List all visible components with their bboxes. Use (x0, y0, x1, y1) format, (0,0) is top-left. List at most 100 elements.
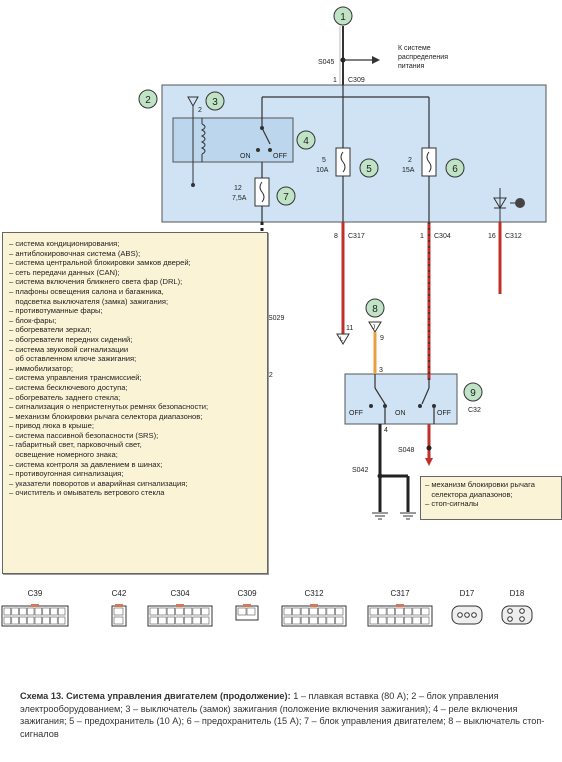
legend-item: – система управления трансмиссией; (9, 373, 142, 383)
label-sw-off: OFF (349, 410, 363, 417)
legend-item: – иммобилизатор; (9, 363, 73, 373)
label-c309-pin: 1 (333, 77, 337, 84)
connector-face (147, 604, 213, 627)
connector-face (235, 604, 259, 621)
legend-item: – сеть передачи данных (CAN); (9, 267, 120, 277)
label-sw9-p4: 4 (384, 427, 388, 434)
label-c304: C304 (434, 233, 451, 240)
connector-label: D18 (510, 589, 525, 598)
legend-item: – обогреватели передних сидений; (9, 334, 133, 344)
label-sw8-conn: J (372, 325, 375, 331)
legend-list: – система кондиционирования;– антиблокир… (9, 239, 267, 498)
svg-text:1: 1 (340, 12, 346, 23)
marker-2: 2 (138, 89, 158, 109)
label-s045: S045 (318, 59, 334, 66)
stop-notes-box: – механизм блокировки рычага селектора д… (420, 476, 562, 520)
legend-item: – блок-фары; (9, 315, 57, 325)
marker-6: 6 (445, 158, 465, 178)
label-c317-p8: 8 (334, 233, 338, 240)
legend-item: – механизм блокировки рычага (425, 480, 535, 489)
label-f5-num: 5 (322, 157, 326, 164)
label-s042: S042 (352, 467, 368, 474)
indicator-led (493, 188, 525, 222)
legend-item: подсветка выключателя (замка) зажигания; (9, 296, 169, 306)
label-f6-num: 2 (408, 157, 412, 164)
label-c312-p16: 16 (488, 233, 496, 240)
legend-item: – антиблокировочная система (ABS); (9, 248, 141, 258)
label-c312: C312 (505, 233, 522, 240)
figure-caption: Схема 13. Система управления двигателем … (20, 690, 560, 740)
label-c317: C317 (348, 233, 365, 240)
label-sw8-pin: 9 (380, 335, 384, 342)
label-f7-rating: 7,5A (232, 195, 247, 202)
connector-label: C309 (237, 589, 257, 598)
legend-item: – противоугонная сигнализация; (9, 469, 124, 479)
svg-text:7: 7 (283, 192, 289, 203)
legend-item: об оставленном ключе зажигания; (9, 354, 137, 364)
svg-text:3: 3 (212, 97, 218, 108)
label-on: ON (240, 153, 251, 160)
stop-switch-contacts (369, 374, 436, 424)
connector-j (368, 321, 382, 333)
label-f5-rating: 10A (316, 167, 329, 174)
splice-s048 (426, 445, 432, 451)
legend-item: – сигнализация о непристегнутых ремнях б… (9, 402, 209, 412)
marker-3: 3 (205, 91, 225, 111)
legend-item: – система центральной блокировки замков … (9, 258, 191, 268)
marker-9: 9 (463, 382, 483, 402)
legend-item: – обогреватель заднего стекла; (9, 392, 121, 402)
connector-label: C39 (28, 589, 43, 598)
stop-notes-list: – механизм блокировки рычага селектора д… (425, 480, 561, 509)
label-power-1: К системе (398, 45, 431, 52)
legend-item: – очиститель и омыватель ветрового стекл… (9, 488, 165, 498)
connector-l (336, 333, 350, 345)
svg-text:9: 9 (470, 388, 476, 399)
label-wire-12: 12 (265, 372, 273, 379)
connector-label: C42 (112, 589, 127, 598)
connector-face (367, 604, 433, 627)
legend-item: – указатели поворотов и аварийная сигнал… (9, 478, 188, 488)
svg-text:4: 4 (303, 136, 309, 147)
marker-4: 4 (296, 130, 316, 150)
connector-label: C312 (304, 589, 324, 598)
legend-item: – противотуманные фары; (9, 306, 103, 316)
svg-text:8: 8 (372, 304, 378, 315)
caption-body: 1 – плавкая вставка (80 А); 2 – блок упр… (20, 691, 545, 739)
label-sw-on: ON (395, 410, 406, 417)
marker-7: 7 (276, 186, 296, 206)
legend-item: – система звуковой сигнализации (9, 344, 129, 354)
marker-1: 1 (333, 6, 353, 26)
legend-item: – система контроля за давлением в шинах; (9, 459, 163, 469)
legend-item: – стоп-сигналы (425, 499, 479, 509)
ignition-switch-symbol (187, 96, 199, 187)
legend-item: освещение номерного знака; (9, 450, 118, 460)
label-wire-11: 11 (346, 325, 353, 332)
label-c309: C309 (348, 77, 365, 84)
label-power-2: распределения (398, 54, 448, 61)
label-power-3: питания (398, 63, 424, 70)
marker-8: 8 (365, 298, 385, 318)
label-relay-pin: 2 (198, 107, 202, 114)
connector-label: C317 (390, 589, 410, 598)
stop-arrow (425, 458, 433, 466)
svg-text:5: 5 (366, 164, 372, 175)
label-f7-num: 12 (234, 185, 242, 192)
connector-label: C304 (170, 589, 190, 598)
legend-item: – обогреватели зеркал; (9, 325, 92, 335)
legend-item: – система кондиционирования; (9, 239, 120, 248)
legend-item: селектора диапазонов; (425, 489, 513, 499)
legend-box: – система кондиционирования;– антиблокир… (2, 232, 268, 574)
connector-face (281, 604, 347, 627)
legend-item: – система бесключевого доступа; (9, 382, 128, 392)
connector-label: D17 (460, 589, 475, 598)
connector-face (501, 605, 533, 625)
label-s029: S029 (268, 315, 284, 322)
connector-faces: C39 C42 C304 C309 C312 C317 D17 D18 (1, 589, 533, 627)
legend-item: – плафоны освещения салона и багажника, (9, 286, 164, 296)
stop-switch-block (344, 373, 458, 425)
caption-title: Схема 13. Система управления двигателем … (20, 691, 291, 701)
legend-item: – габаритный свет, парковочный свет, (9, 440, 142, 450)
relay-contacts (256, 126, 272, 178)
legend-item: – привод люка в крыше; (9, 421, 94, 431)
